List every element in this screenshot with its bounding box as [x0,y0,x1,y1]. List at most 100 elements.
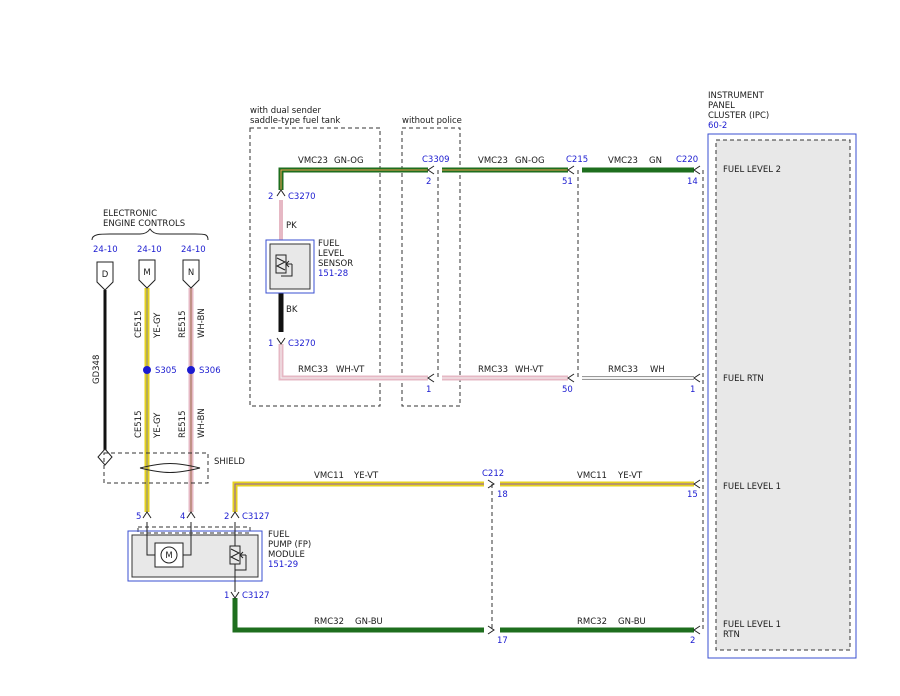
wire-rmc33 [278,344,694,381]
pin-c220-2: 2 [690,636,695,646]
connector-c3309: C3309 [422,155,450,165]
wire-label-gnbu-a: GN-BU [355,617,383,627]
fuel-level-sensor [265,239,315,294]
wire-label-whbn-top: WH-BN [197,308,207,338]
connector-c212: C212 [482,469,504,479]
wire-label-re515-bot: RE515 [178,410,188,438]
shield-twist-2 [139,467,201,473]
ref-d: 24-10 [93,245,118,255]
pump-label-3: MODULE [268,550,305,560]
wire-label-rmc33-c: RMC33 [608,365,638,375]
eec-letter-m: M [143,268,150,278]
pin-5: 5 [136,512,141,522]
shield-box [103,452,209,484]
splice-s306-dot [187,366,195,374]
wire-label-gnog-a: GN-OG [334,156,364,166]
connector-c3127-top: C3127 [242,512,270,522]
wire-label-whvt-a: WH-VT [336,365,365,375]
pin-rtn-1-left: 1 [426,385,431,395]
wire-vmc11 [232,481,694,512]
ipc-fuel-level-1-rtn-1: FUEL LEVEL 1 [723,620,781,630]
splice-s305: S305 [155,366,177,376]
pump-motor-letter: M [165,551,172,561]
eec-connector-d [96,261,114,291]
wire-rmc32 [232,598,694,633]
pin-c3127-1: 1 [224,591,229,601]
sensor-ref: 151-28 [318,269,348,279]
pin-c3270-1: 1 [268,339,273,349]
eec-brace [91,228,209,241]
ipc-fuel-level-1-rtn-2: RTN [723,630,740,640]
wire-label-vmc23-c: VMC23 [608,156,638,166]
pump-label-1: FUEL [268,530,289,540]
wire-label-yevt-a: YE-VT [353,471,379,481]
wire-label-ce515-top: CE515 [134,310,144,338]
connector-c3270-top: C3270 [288,192,316,202]
shield-twist-1 [139,463,201,469]
ref-n: 24-10 [181,245,206,255]
ipc-fuel-level-1: FUEL LEVEL 1 [723,482,781,492]
ipc-fuel-level-2: FUEL LEVEL 2 [723,165,781,175]
eec-connector-n [182,259,200,289]
ipc-fuel-rtn: FUEL RTN [723,374,764,384]
pin-c220-14: 14 [687,177,698,187]
wire-label-gnbu-b: GN-BU [618,617,646,627]
wire-label-vmc23-b: VMC23 [478,156,508,166]
wire-label-vmc11-a: VMC11 [314,471,344,481]
eec-label-1: ELECTRONIC [103,209,157,219]
wire-vmc23 [278,167,694,190]
sensor-label-3: SENSOR [318,259,353,269]
wire-label-ce515-bot: CE515 [134,410,144,438]
wire-label-rmc32-b: RMC32 [577,617,607,627]
connector-c220: C220 [676,155,698,165]
sensor-label-2: LEVEL [318,249,344,259]
wire-label-wh-c: WH [650,365,665,375]
shield-label: SHIELD [214,457,245,467]
ipc-inner-box [715,139,851,651]
eec-letter-d: D [102,270,109,280]
wire-label-rmc33-a: RMC33 [298,365,328,375]
connector-arrow-marks [142,165,701,635]
ipc-label-1: INSTRUMENT [708,91,765,101]
without-police-label: without police [402,116,462,126]
pin-c212-17: 17 [497,636,508,646]
ref-m: 24-10 [137,245,162,255]
dual-sender-label-2: saddle-type fuel tank [250,116,340,126]
eec-connector-m [138,259,156,289]
eec-label-2: ENGINE CONTROLS [103,219,185,229]
pin-c212-18: 18 [497,490,508,500]
ipc-outer-box [707,133,857,659]
wire-label-gn-c: GN [649,156,662,166]
ground-diamond [97,448,113,466]
dual-sender-option-box [249,127,381,407]
pump-label-2: PUMP (FP) [268,540,311,550]
splice-s306: S306 [199,366,221,376]
eec-letter-n: N [188,268,194,278]
connector-c215: C215 [566,155,588,165]
pin-rtn-1-right: 1 [690,385,695,395]
wire-label-yegy-bot: YE-GY [153,412,163,439]
wire-label-yegy-top: YE-GY [153,312,163,339]
pump-top-dashed [137,526,251,534]
dual-sender-label-1: with dual sender [250,106,321,116]
wire-label-pk: PK [286,221,297,231]
pin-c215-51: 51 [562,177,573,187]
connector-c3127-bot: C3127 [242,591,270,601]
fuel-pump-module [127,522,263,592]
wire-label-vmc11-b: VMC11 [577,471,607,481]
pin-c3309-2: 2 [426,177,431,187]
wire-label-re515-top: RE515 [178,310,188,338]
pump-ref: 151-29 [268,560,298,570]
sensor-label-1: FUEL [318,239,339,249]
wire-label-rmc32-a: RMC32 [314,617,344,627]
ipc-label-2: PANEL [708,101,735,111]
wire-label-bk: BK [286,305,298,315]
ipc-ref: 60-2 [708,121,727,131]
pin-c3270-2: 2 [268,192,273,202]
splice-s305-dot [143,366,151,374]
wire-label-gnog-b: GN-OG [515,156,545,166]
connector-c3270-bot: C3270 [288,339,316,349]
pin-c220-15: 15 [687,490,698,500]
wire-label-vmc23-a: VMC23 [298,156,328,166]
